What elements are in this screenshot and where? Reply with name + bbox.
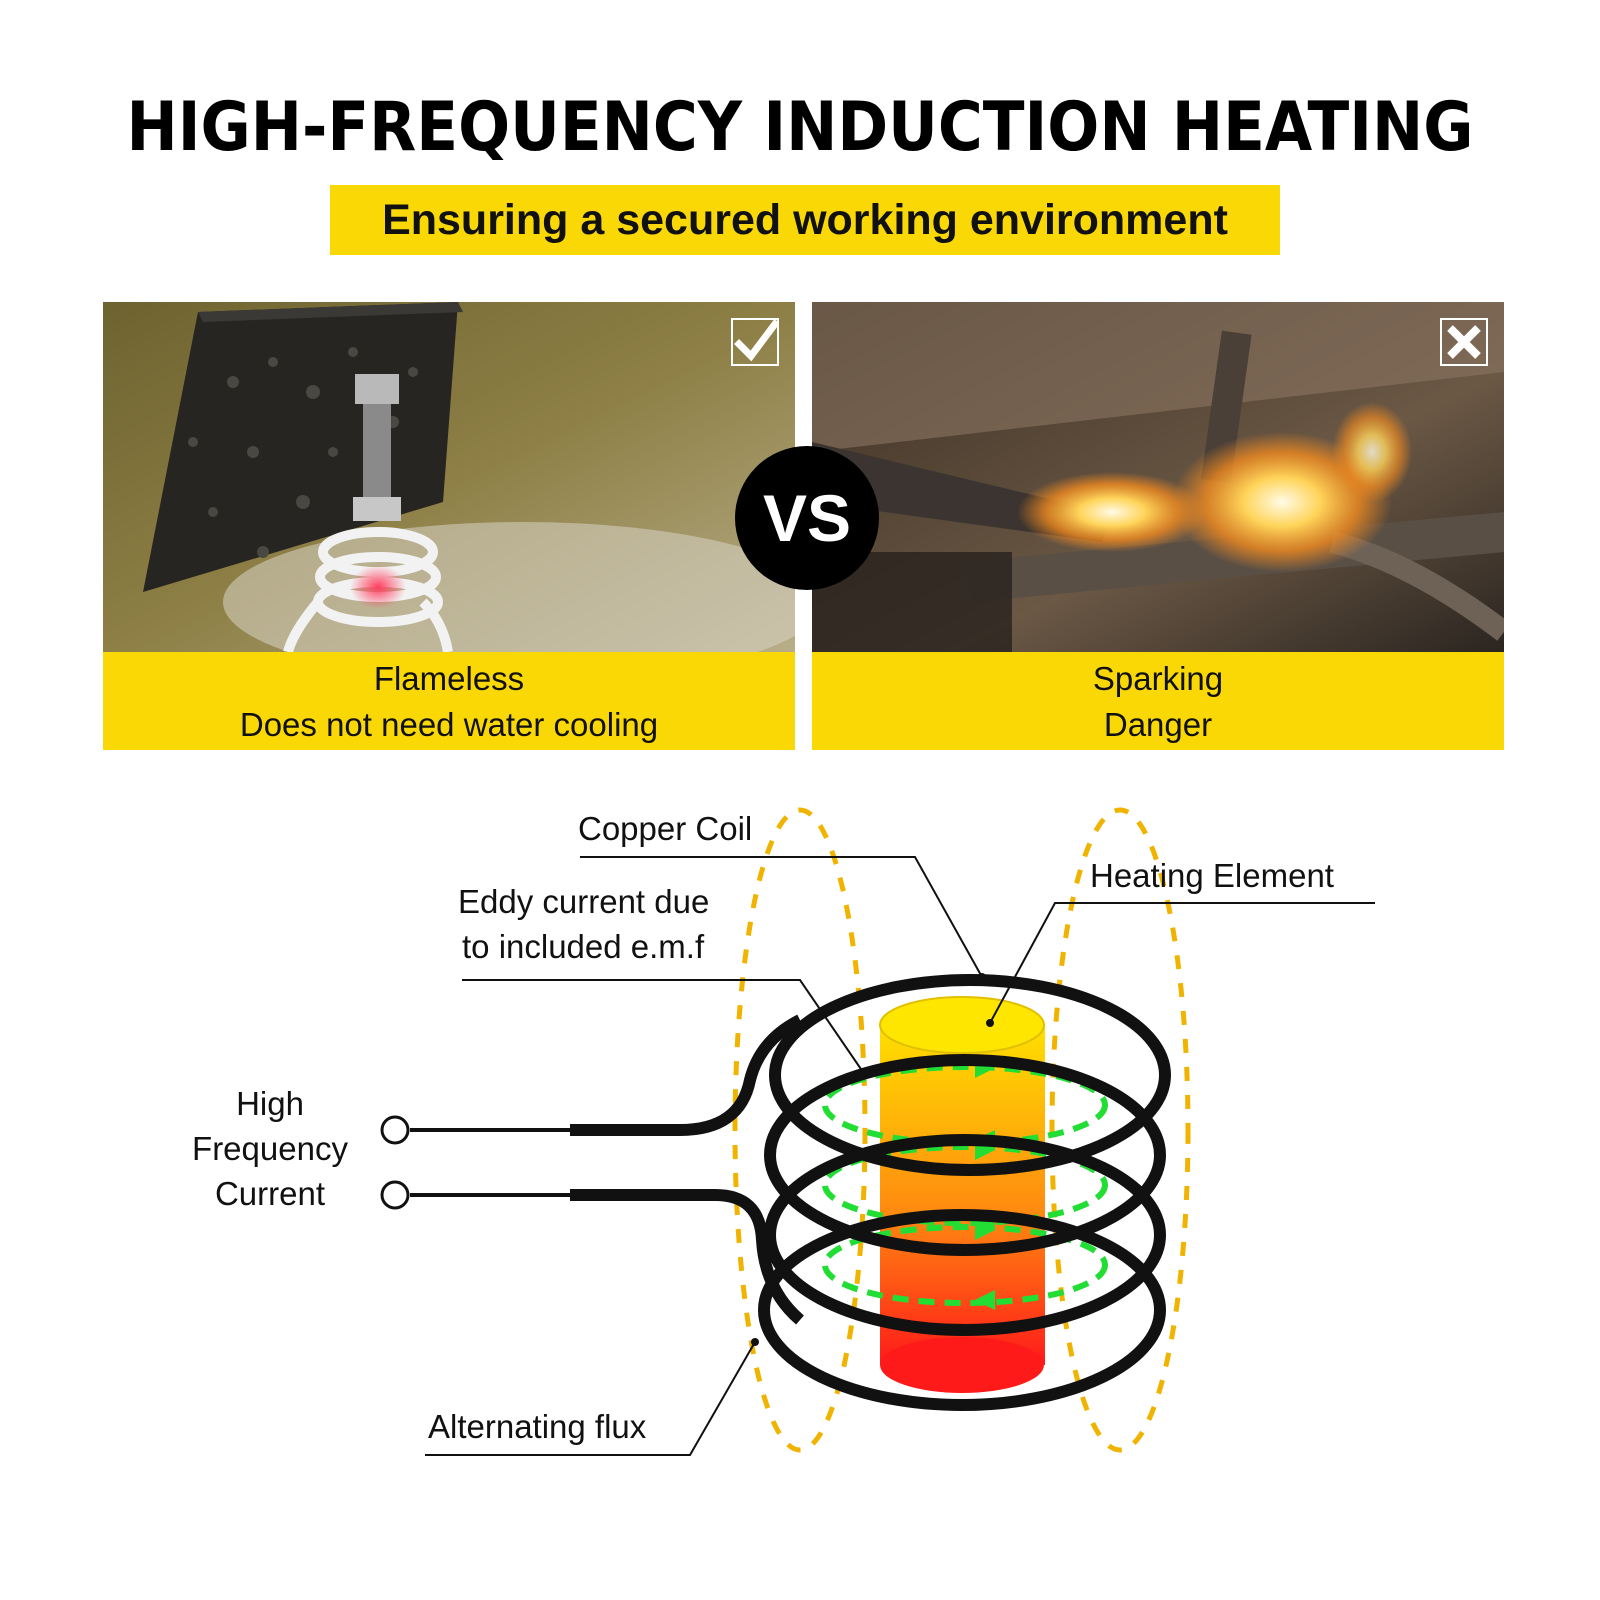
- label-eddy-line2: to included e.m.f: [462, 928, 705, 965]
- checkmark-icon: [731, 318, 779, 366]
- photo-flame-torch: [812, 302, 1504, 652]
- coil-leads: [410, 1014, 805, 1325]
- heating-element-cylinder: [879, 996, 1045, 1393]
- leader-dots: [751, 973, 994, 1346]
- label-eddy-line1: Eddy current due: [458, 883, 709, 920]
- terminal-bottom: [380, 1180, 410, 1210]
- caption-flameless: Flameless Does not need water cooling: [103, 652, 795, 750]
- page-title: HIGH-FREQUENCY INDUCTION HEATING: [126, 88, 1474, 167]
- photo-induction-heating: [103, 302, 795, 652]
- terminal-top: [380, 1115, 410, 1145]
- panel-flameless: Flameless Does not need water cooling: [103, 302, 795, 750]
- flux-lines: [732, 807, 1191, 1453]
- induction-diagram: Copper Coil Heating Element Eddy current…: [0, 790, 1600, 1520]
- eddy-current-loops: [822, 1064, 1108, 1306]
- label-hf-line2: Frequency: [192, 1130, 348, 1167]
- caption-line: Sparking: [1092, 660, 1224, 697]
- caption-sparking: Sparking Danger: [812, 652, 1504, 750]
- subtitle-banner: Ensuring a secured working environment: [330, 185, 1280, 255]
- label-hf-line1: High: [236, 1085, 304, 1122]
- label-heating-element: Heating Element: [1090, 857, 1334, 894]
- caption-line: Does not need water cooling: [239, 706, 659, 743]
- caption-line: Flameless: [373, 660, 525, 697]
- label-copper-coil: Copper Coil: [578, 810, 752, 847]
- leader-lines: [425, 856, 1375, 1456]
- panel-sparking: Sparking Danger: [812, 302, 1504, 750]
- caption-line: Danger: [1103, 706, 1213, 743]
- copper-coil: [758, 974, 1171, 1411]
- label-alternating-flux: Alternating flux: [428, 1408, 647, 1445]
- x-mark-icon: [1440, 318, 1488, 366]
- vs-badge: VS: [735, 446, 879, 590]
- label-hf-line3: Current: [215, 1175, 325, 1212]
